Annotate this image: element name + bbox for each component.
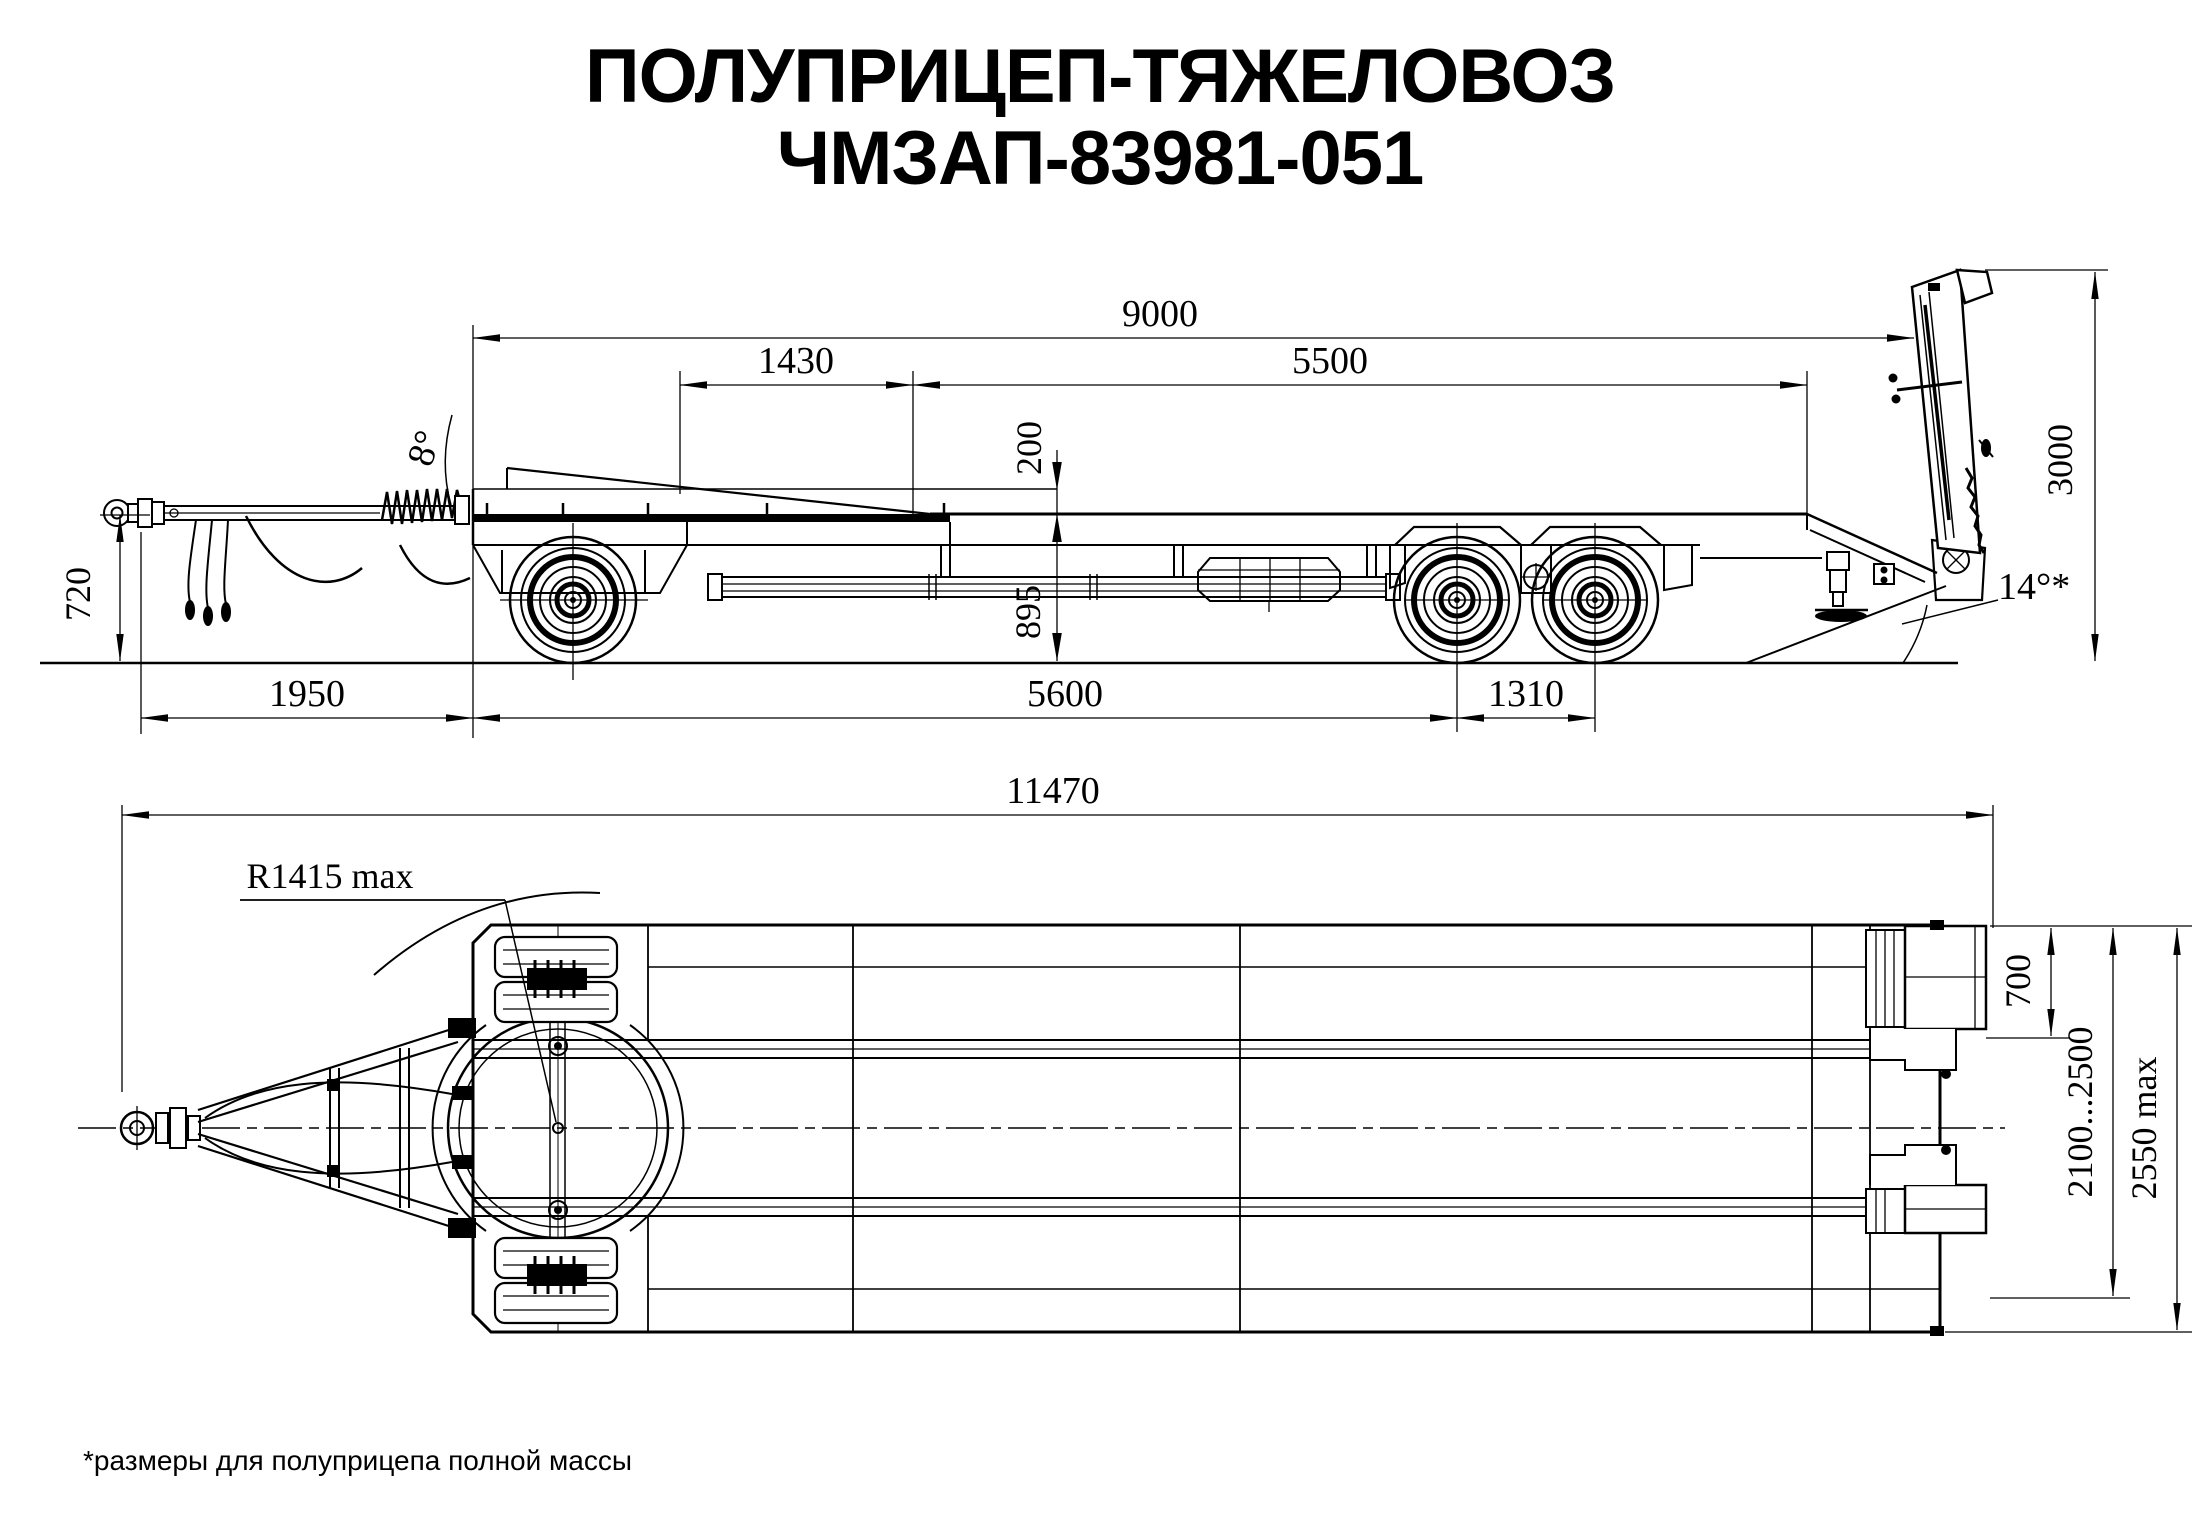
dim-label-200: 200 [1009,421,1049,475]
front-wheel [500,523,648,680]
dim-label-895: 895 [1008,585,1048,639]
underframe [707,545,1401,612]
dim-5600: 5600 [472,673,1458,722]
drawbar-plan [119,1018,476,1238]
rear-ramps [1865,920,1988,1336]
dim-label: 720 [58,567,98,621]
air-cables [185,519,231,626]
dim-11470: 11470 [121,770,1994,819]
deck [473,512,1807,546]
kingpin [552,1122,564,1134]
loading-ramp-raised [1888,268,1994,555]
dim-1950: 1950 [140,673,474,722]
radius-arc [373,891,601,976]
sloped-deck-line [506,466,931,516]
drawing-title: ПОЛУПРИЦЕП-ТЯЖЕЛОВОЗ ЧМЗАП-83981-051 [585,34,1616,201]
front-dolly [471,466,1057,594]
dim-label: 1430 [758,340,834,382]
dim-label: 2100...2500 [2060,1027,2100,1198]
ramp-top-flap [1955,268,1994,305]
turning-radius: R1415 max [240,856,601,1123]
front-axle-tires [493,935,619,1325]
ramp-chain [1964,467,1986,554]
rear-bracket [1873,563,1895,585]
dim-label: 2550 max [2124,1057,2164,1200]
drawbar [103,488,471,626]
top-dimensions: 11470 700 2100...2500 2550 max [121,770,2192,1333]
hose-under [398,544,471,585]
dim-label: 9000 [1122,293,1198,335]
angle-14: 14°* [1998,566,2070,608]
dim-label: 1310 [1488,673,1564,715]
dim-2550-max: 2550 max [2124,927,2181,1331]
dim-1310: 1310 [1456,673,1596,722]
side-dimensions: 9000 1430 5500 200 895 720 [58,269,2108,738]
dolly-deck-bar [473,514,950,522]
dim-1430: 1430 [679,340,914,389]
title-line-2: ЧМЗАП-83981-051 [777,116,1424,201]
radius-label: R1415 max [247,856,414,896]
dim-label: 700 [1998,954,2038,1008]
rear-wheel-2 [1530,523,1660,732]
angle-label: 14°* [1998,566,2070,608]
dim-720: 720 [58,514,124,662]
rear-overhang [1700,512,1999,664]
dim-label: 3000 [2040,424,2080,496]
dim-3000: 3000 [2040,271,2099,662]
lowered-ramp-line [1745,585,1947,664]
rear-wheel-1 [1392,523,1522,732]
ramp-cylinder [1923,304,1951,521]
hose-plan-1 [204,1081,453,1119]
title-line-1: ПОЛУПРИЦЕП-ТЯЖЕЛОВОЗ [585,34,1615,119]
angle-label: 8° [399,426,450,472]
toolbox [1197,557,1341,612]
dim-2100-2500: 2100...2500 [2060,927,2117,1297]
dim-label: 1950 [269,673,345,715]
dim-5500: 5500 [912,340,1808,389]
dim-label: 5500 [1292,340,1368,382]
dim-200-895: 200 895 [1008,421,1062,661]
hose-plan-2 [204,1137,453,1175]
side-view: 9000 1430 5500 200 895 720 [40,268,2108,738]
hose-loop [244,515,363,584]
support-jack [1815,551,1868,622]
dim-700: 700 [1998,927,2055,1037]
footnote: *размеры для полуприцепа полной массы [83,1445,632,1476]
top-view: R1415 max [78,770,2192,1336]
angle-arc-14 [1902,604,1928,664]
dim-label: 11470 [1006,770,1100,812]
rear-bogie [1389,523,1700,732]
dim-9000: 9000 [472,293,1915,342]
dim-label: 5600 [1027,673,1103,715]
